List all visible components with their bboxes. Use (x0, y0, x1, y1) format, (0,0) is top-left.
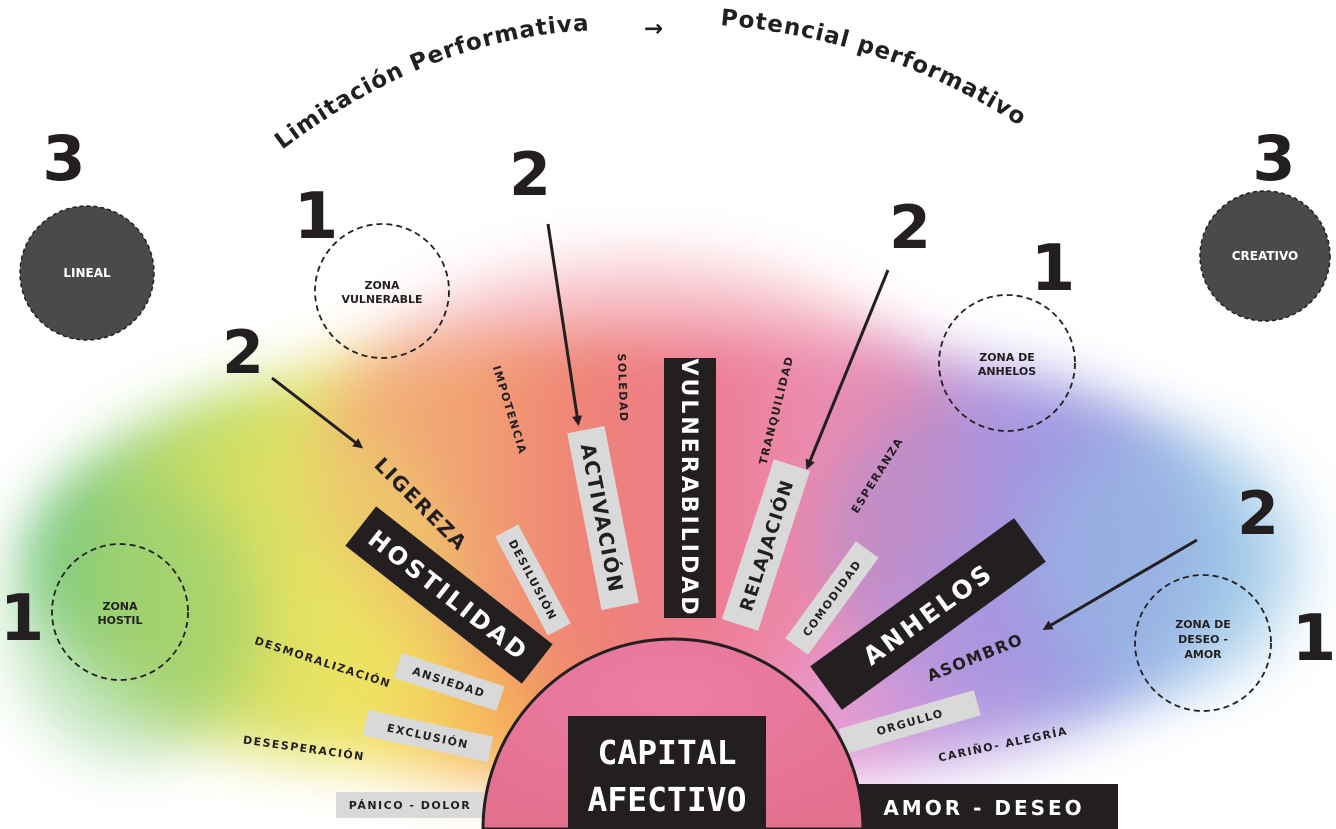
zone-anhelos-number: 1 (1031, 232, 1076, 306)
zone-deseo-number: 1 (1292, 602, 1336, 676)
mode-right-circle (1199, 190, 1331, 322)
soledad-text: SOLEDAD (615, 353, 630, 422)
potencial-title: Potencial performativo (720, 5, 1032, 131)
zone-vulnerable-number: 1 (294, 180, 339, 254)
zone-anhelos-line2: ANHELOS (978, 365, 1036, 378)
limitacion-title: Limitación Performativa (270, 10, 590, 154)
zone-hostil-number: 1 (0, 582, 44, 656)
mode-right-label: CREATIVO (1232, 249, 1299, 263)
zone-anhelos-line1: ZONA DE (979, 351, 1035, 364)
zone-vulnerable-circle (314, 223, 450, 359)
mode-right-number: 3 (1252, 122, 1295, 195)
asombro-arrow (1042, 538, 1198, 631)
zone-deseo-line3: AMOR (1184, 648, 1222, 661)
activacion-arrow (546, 223, 583, 426)
mode-left-circle (19, 205, 155, 341)
capital-label: CAPITAL (597, 733, 736, 772)
panico-dolor-bar: PÁNICO - DOLOR (336, 792, 484, 818)
ligereza-arrow-number: 2 (222, 318, 264, 388)
zone-anhelos-circle (938, 294, 1076, 432)
capital-afectivo-box: CAPITAL AFECTIVO (568, 716, 766, 829)
ligereza-arrow (271, 376, 364, 449)
relajacion-arrow-number: 2 (889, 193, 931, 263)
amor-deseo-bar: AMOR - DESEO (850, 784, 1118, 829)
zone-vulnerable-line2: VULNERABLE (341, 293, 422, 306)
zone-vulnerable-line1: ZONA (364, 279, 400, 292)
relajacion-arrow (805, 269, 890, 470)
panico-dolor-label: PÁNICO - DOLOR (349, 799, 471, 812)
mode-left-number: 3 (42, 122, 85, 195)
zone-hostil-line2: HOSTIL (97, 614, 142, 627)
color-splash (10, 260, 1310, 790)
vulnerabilidad-bar: VULNERABILIDAD (664, 358, 716, 618)
zone-hostil-circle (51, 543, 189, 681)
amor-deseo-label: AMOR - DESEO (883, 796, 1084, 820)
zone-deseo-line1: ZONA DE (1175, 618, 1231, 631)
soledad-label: SOLEDAD (615, 353, 630, 422)
activacion-arrow-number: 2 (509, 140, 551, 210)
afectivo-label: AFECTIVO (588, 780, 747, 819)
header-arrow: → (644, 16, 664, 42)
vulnerabilidad-label: VULNERABILIDAD (676, 358, 701, 617)
asombro-arrow-number: 2 (1237, 479, 1279, 549)
zone-hostil-line1: ZONA (102, 600, 138, 613)
zone-deseo-circle (1134, 574, 1272, 712)
mode-left-label: LINEAL (63, 266, 111, 280)
zone-deseo-line2: DESEO - (1178, 633, 1228, 646)
